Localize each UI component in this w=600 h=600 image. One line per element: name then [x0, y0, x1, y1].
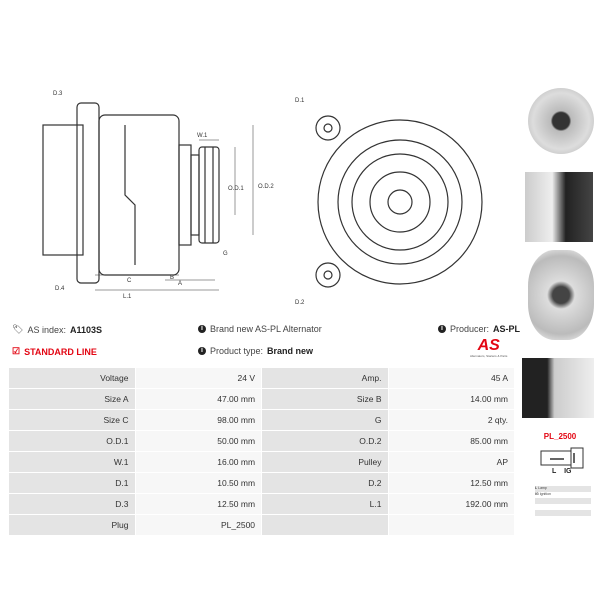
label-od2: O.D.2 [258, 184, 274, 190]
spec-value: 47.00 mm [134, 388, 263, 410]
spec-value: PL_2500 [134, 514, 263, 536]
plug-legend: L Lamp IG Ignition [535, 486, 591, 516]
spec-value: 98.00 mm [134, 409, 263, 431]
product-photo-rear [528, 250, 594, 340]
label-b: B [170, 275, 174, 281]
spec-label: D.3 [8, 493, 136, 515]
spec-value: 12.50 mm [387, 472, 515, 494]
spec-value: 24 V [134, 367, 263, 389]
spec-label: W.1 [8, 451, 136, 473]
label-g: G [223, 251, 228, 257]
product-photo-side [525, 172, 593, 242]
label-w1: W.1 [197, 133, 208, 139]
spec-label: O.D.1 [8, 430, 136, 452]
info-icon: i [438, 325, 446, 333]
spec-label [261, 514, 389, 536]
spec-value: 16.00 mm [134, 451, 263, 473]
spec-value: 12.50 mm [134, 493, 263, 515]
standard-line: ☑STANDARD LINE [12, 346, 97, 357]
label-d2: D.2 [295, 300, 305, 306]
spec-value: 10.50 mm [134, 472, 263, 494]
spec-value: 50.00 mm [134, 430, 263, 452]
spec-label: G [261, 409, 389, 431]
spec-label: O.D.2 [261, 430, 389, 452]
spec-label: Amp. [261, 367, 389, 389]
spec-label: Pulley [261, 451, 389, 473]
spec-label: Size C [8, 409, 136, 431]
label-d3: D.3 [53, 91, 63, 97]
label-d4: D.4 [55, 286, 65, 292]
plug-connector-icon [540, 447, 584, 469]
checkbox-icon: ☑ [12, 346, 21, 356]
plug-pins: L IG [552, 468, 572, 475]
spec-value: 45 A [387, 367, 515, 389]
label-c: C [127, 278, 132, 284]
spec-label: Plug [8, 514, 136, 536]
spec-label: Size A [8, 388, 136, 410]
tag-icon: 🏷 [12, 324, 24, 334]
info-icon: i [198, 325, 206, 333]
as-index: 🏷AS index:A1103S [12, 324, 102, 335]
product-photo-front [528, 88, 594, 154]
plug-name: PL_2500 [543, 432, 577, 441]
spec-value: 85.00 mm [387, 430, 515, 452]
label-a: A [178, 281, 182, 287]
side-view-drawing: D.3 D.4 W.1 O.D.1 O.D.2 G C B A L.1 [42, 91, 274, 300]
spec-label: D.2 [261, 472, 389, 494]
spec-label: Size B [261, 388, 389, 410]
info-icon: i [198, 347, 206, 355]
product-photo-angle [522, 358, 594, 418]
label-od1: O.D.1 [228, 186, 244, 192]
label-l1: L.1 [123, 294, 132, 300]
as-logo: AS Alternators, Starters & Parts [470, 337, 508, 359]
spec-value: 14.00 mm [387, 388, 515, 410]
spec-label: D.1 [8, 472, 136, 494]
spec-value: 192.00 mm [387, 493, 515, 515]
spec-value: AP [387, 451, 515, 473]
spec-value [387, 514, 515, 536]
spec-value: 2 qty. [387, 409, 515, 431]
spec-label: Voltage [8, 367, 136, 389]
front-view-drawing: D.1 D.2 [295, 98, 483, 306]
spec-label: L.1 [261, 493, 389, 515]
label-d1: D.1 [295, 98, 305, 104]
